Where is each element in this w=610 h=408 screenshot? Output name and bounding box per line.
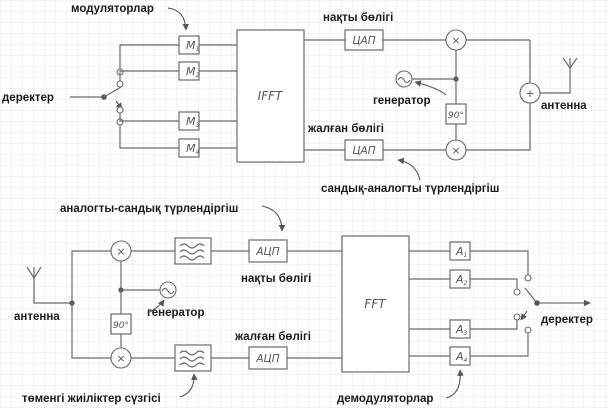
fft-label: FFT xyxy=(364,297,387,311)
dac-imag: ЦАП xyxy=(344,139,384,161)
tx-antenna-icon xyxy=(562,57,578,69)
lpf-caption: төменгі жиіліктер сүзгісі xyxy=(22,393,161,405)
rx-antenna-wire xyxy=(33,278,72,304)
rx-split-top xyxy=(71,250,111,303)
adc-arrow xyxy=(261,205,286,232)
rx-a4-contact xyxy=(470,333,529,357)
tx-generator-label: генератор xyxy=(373,95,430,107)
svg-text:A1: A1 xyxy=(455,245,467,259)
transmitter: M1 M2 M3 M4 IFFT ЦАП Ц xyxy=(2,3,587,195)
rx-a1-contact xyxy=(470,250,529,275)
tx-mixer-top: × xyxy=(445,29,467,51)
svg-text:ЦАП: ЦАП xyxy=(352,145,375,157)
modulators-label: модуляторлар xyxy=(71,3,154,15)
rx-imag-part-label: жалған бөлігі xyxy=(234,331,311,343)
dac-caption: сандық-аналогты түрлендіргіш xyxy=(321,183,499,195)
tx-real-part-label: нақты бөлігі xyxy=(323,12,393,24)
tx-wire-m1 xyxy=(119,44,179,69)
svg-text:АЦП: АЦП xyxy=(255,246,279,258)
tx-gen-arrow xyxy=(414,80,447,96)
svg-text:M4: M4 xyxy=(186,142,200,156)
tx-phase-label: 90° xyxy=(448,111,464,121)
tx-antenna-label: антенна xyxy=(541,100,587,112)
rx-antenna-label: антенна xyxy=(14,311,60,323)
rx-contact-1 xyxy=(524,274,532,282)
demodulators-label: демодуляторлар xyxy=(337,393,433,405)
tx-adder-to-antenna xyxy=(540,68,571,94)
demodulator-4: A4 xyxy=(449,346,471,366)
rx-contact-2 xyxy=(513,288,521,296)
demodulator-1: A1 xyxy=(449,241,471,261)
svg-text:M2: M2 xyxy=(186,65,200,79)
lpf-bot xyxy=(174,344,212,372)
rx-split-bot xyxy=(71,303,111,359)
tx-contact-3 xyxy=(116,106,124,114)
modulator-3: M3 xyxy=(178,111,200,131)
tx-contact-2 xyxy=(116,80,124,88)
ifft-label: IFFT xyxy=(258,89,284,103)
svg-text:+: + xyxy=(525,87,534,100)
data-out-label: деректер xyxy=(541,314,593,326)
rx-mixer-top: × xyxy=(110,240,132,262)
tx-wire-m2 xyxy=(119,70,179,81)
svg-text:×: × xyxy=(116,245,125,258)
rx-antenna-icon xyxy=(26,266,42,279)
adc-real: АЦП xyxy=(248,239,288,263)
rx-gen-arrow xyxy=(149,299,165,313)
data-in-label: деректер xyxy=(2,92,54,104)
modulator-2: M2 xyxy=(178,61,200,81)
fft-block xyxy=(341,235,410,373)
svg-text:A3: A3 xyxy=(455,323,468,337)
rx-generator-wave-icon xyxy=(161,287,175,295)
rx-a2-contact xyxy=(470,278,518,289)
demodulator-3: A3 xyxy=(449,319,471,339)
dac-real: ЦАП xyxy=(344,29,384,51)
tx-mixer-bot: × xyxy=(445,139,467,161)
dac-arrow xyxy=(397,157,421,181)
tx-adder: + xyxy=(519,82,541,104)
tx-generator-wave-icon xyxy=(397,76,411,84)
svg-text:A4: A4 xyxy=(455,350,468,364)
svg-text:×: × xyxy=(451,34,460,47)
tx-wire-m3 xyxy=(119,113,179,122)
modulator-4: M4 xyxy=(178,138,200,158)
adc-imag: АЦП xyxy=(248,346,288,370)
lpf-top xyxy=(174,237,212,265)
rx-contact-4 xyxy=(524,326,532,334)
demodulator-2: A2 xyxy=(449,269,471,289)
modulator-1: M1 xyxy=(178,35,200,55)
svg-text:×: × xyxy=(451,144,460,157)
rx-mixer-bot: × xyxy=(110,347,132,369)
rx-switch-blade xyxy=(524,287,538,304)
svg-text:M1: M1 xyxy=(186,39,199,53)
svg-text:A2: A2 xyxy=(455,273,468,287)
svg-text:АЦП: АЦП xyxy=(255,353,279,365)
tx-wire-m4 xyxy=(119,125,179,149)
rx-contact-3 xyxy=(513,313,521,321)
rx-phase-label: 90° xyxy=(113,321,129,331)
rx-switch-arrow xyxy=(520,310,528,321)
lpf-arrow xyxy=(179,373,198,398)
svg-text:ЦАП: ЦАП xyxy=(352,35,375,47)
tx-imag-part-label: жалған бөлігі xyxy=(307,123,384,135)
ifft-block xyxy=(236,29,305,163)
rx-real-part-label: нақты бөлігі xyxy=(241,273,311,285)
tx-mix-bot-to-adder xyxy=(466,103,531,151)
demod-arrow xyxy=(445,369,464,399)
svg-text:M3: M3 xyxy=(186,115,200,129)
receiver: × × 90° xyxy=(14,203,593,405)
rx-a3-contact xyxy=(470,320,518,330)
rx-generator-label: генератор xyxy=(147,307,204,319)
tx-switch-blade xyxy=(103,86,122,98)
svg-text:×: × xyxy=(116,352,125,365)
modulators-arrow xyxy=(167,7,189,31)
adc-caption: аналогты-сандық түрлендіргіш xyxy=(60,203,238,215)
